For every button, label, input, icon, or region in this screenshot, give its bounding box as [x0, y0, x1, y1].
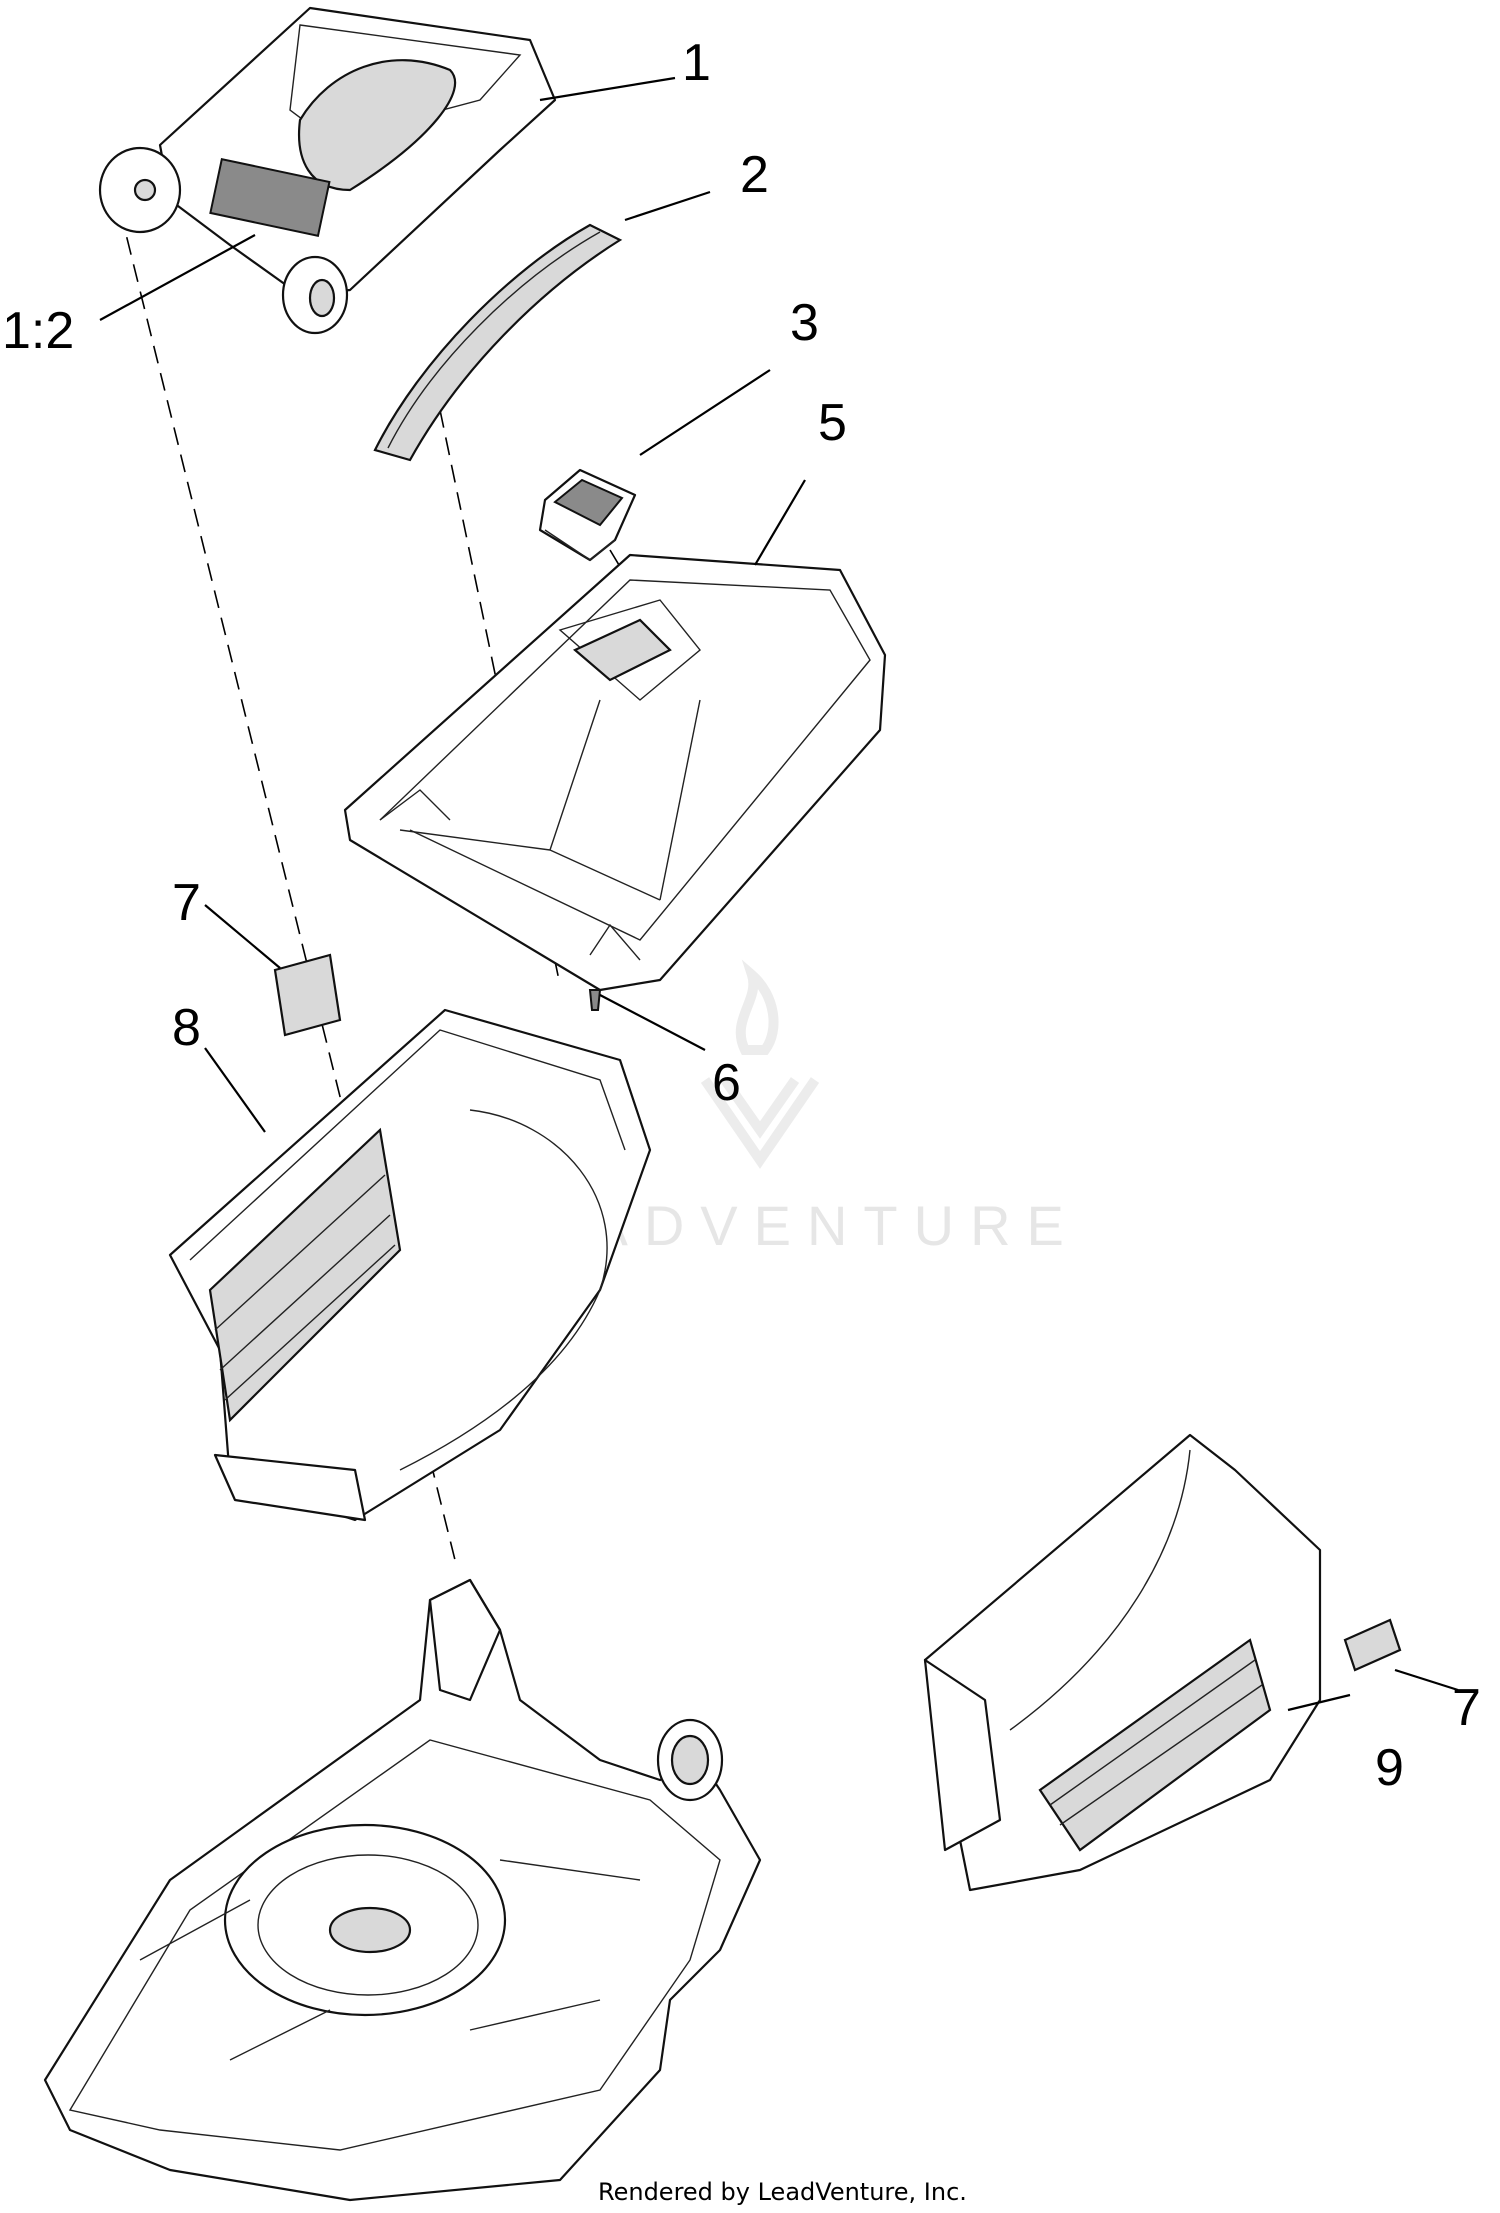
part-7-label-left [273, 953, 342, 1037]
leader-lines [99, 76, 1459, 1712]
part-8-side-chute [168, 1008, 652, 1522]
part-3-switch [538, 468, 637, 562]
part-5-upper-housing [343, 553, 887, 992]
callout-5: 5 [818, 394, 847, 452]
part-2-grip-bar [373, 223, 623, 462]
callout-7-right: 7 [1452, 1679, 1481, 1737]
callout-1-2: 1:2 [2, 302, 74, 360]
callout-3: 3 [790, 294, 819, 352]
part-7-label-right [1343, 1618, 1402, 1672]
callout-9: 9 [1375, 1739, 1404, 1797]
mower-deck [43, 1578, 762, 2202]
part-1-handle-top [98, 6, 557, 335]
callout-1: 1 [682, 34, 711, 92]
part-6-screw [588, 989, 602, 1011]
callout-7-left: 7 [172, 874, 201, 932]
watermark-logo [700, 959, 820, 1169]
part-9-right-chute [923, 1433, 1322, 1892]
callout-2: 2 [740, 146, 769, 204]
callout-8: 8 [172, 999, 201, 1057]
footer-credit: Rendered by LeadVenture, Inc. [598, 2178, 967, 2206]
callout-6: 6 [712, 1054, 741, 1112]
